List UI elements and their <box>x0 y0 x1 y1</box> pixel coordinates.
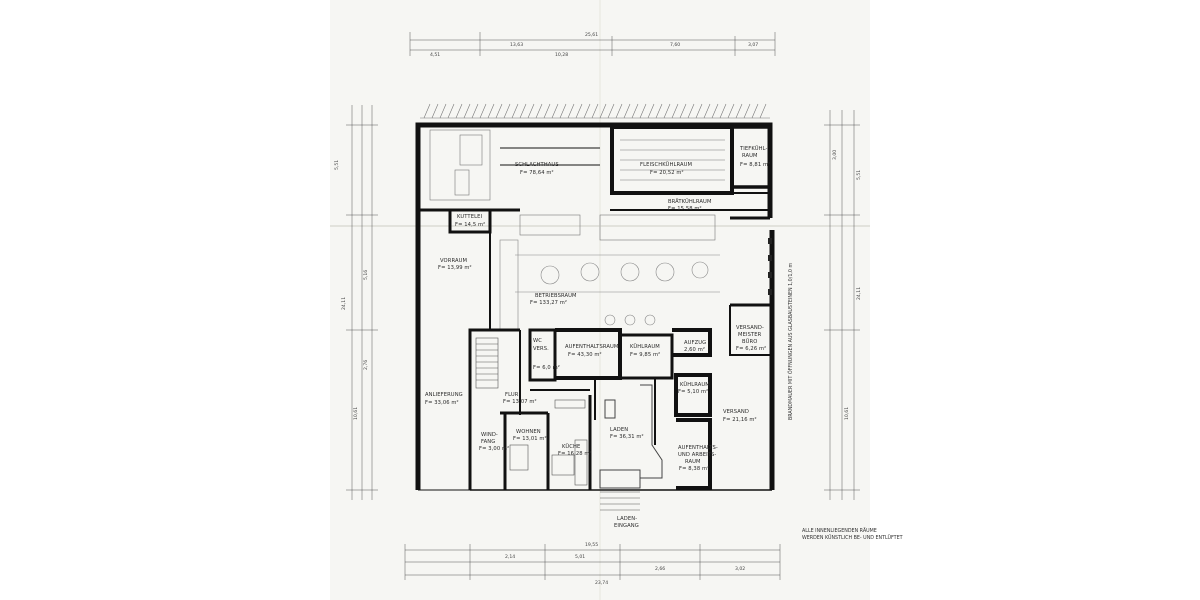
label-kuehlraum-right: KÜHLRAUM <box>680 381 710 388</box>
area-kuehlraum-mid: F= 9,85 m² <box>630 352 660 358</box>
area-aufenthalt: F= 8,38 m² <box>679 466 709 472</box>
label-kuttelei: KUTTELEI <box>457 214 482 220</box>
dim-left-c: 5,16 <box>363 270 369 280</box>
label-kueche: KÜCHE <box>562 443 580 450</box>
dim-top-b: 7,60 <box>670 42 680 48</box>
shop-counter <box>599 384 663 489</box>
label-flur: FLUR <box>505 392 519 398</box>
label-windfang-b: FANG <box>481 439 495 445</box>
label-fleischkuehlraum: FLEISCHKÜHLRAUM <box>640 161 692 168</box>
label-aufenthalt-a: AUFENTHALTS- <box>678 445 718 451</box>
label-laden-eingang-a: LADEN- <box>617 516 637 522</box>
label-aufenthalt-c: RAUM <box>685 459 701 465</box>
dim-left-a: 5,51 <box>334 160 340 170</box>
label-aufenthalt-b: UND ARBEITS- <box>678 452 716 458</box>
work-area-machinery <box>499 239 720 331</box>
area-tiefkuehl: F= 8,81 m² <box>740 162 770 168</box>
area-bratkuehlraum: F= 15,58 m² <box>668 206 702 212</box>
dim-bottom-c: 2,66 <box>655 566 665 572</box>
label-versandmeister-b: MEISTER <box>738 332 762 338</box>
interior-walls <box>418 232 772 491</box>
staircase <box>475 337 499 389</box>
neighbor-hatching <box>420 103 770 119</box>
dim-right-c: 5,51 <box>856 170 862 180</box>
label-betriebsraum: BETRIEBSRAUM <box>535 293 577 299</box>
label-wc: WC <box>533 338 542 344</box>
dim-bottom-d: 3,02 <box>735 566 745 572</box>
label-aufenthaltsraum: AUFENTHALTSRAUM <box>565 344 618 350</box>
dim-top-d: 4,51 <box>430 52 440 58</box>
area-vorraum: F= 13,99 m² <box>438 265 472 271</box>
dim-top-e: 10,28 <box>555 52 568 58</box>
area-betriebsraum: F= 133,27 m² <box>530 300 567 306</box>
area-windfang: F= 3,00 m² <box>479 446 509 452</box>
area-laden: F= 36,31 m² <box>610 434 644 440</box>
entrance-steps <box>600 491 640 511</box>
label-windfang-a: WIND- <box>481 432 498 438</box>
dim-top-a: 13,63 <box>510 42 523 48</box>
label-laden: LADEN <box>610 427 628 433</box>
firewall-note: BRANDMAUER MIT ÖFFNUNGEN AUS GLASBAUSTEI… <box>787 263 794 420</box>
glass-block-openings <box>768 238 772 295</box>
dim-bottom-total: 19,55 <box>585 542 598 548</box>
label-laden-eingang-b: EINGANG <box>614 523 639 529</box>
area-versand: F= 21,16 m² <box>723 417 757 423</box>
cold-room-walls <box>448 125 772 234</box>
dim-right-b: 10,61 <box>844 407 850 420</box>
footer-note-line1: ALLE INNENLIEGENDEN RÄUME <box>802 527 877 534</box>
label-anlieferung: ANLIEFERUNG <box>425 392 463 398</box>
right-dimension-lines <box>824 110 860 500</box>
label-aufzug: AUFZUG <box>684 340 706 346</box>
area-anlieferung: F= 33,06 m² <box>425 400 459 406</box>
kitchen-fixtures <box>509 399 588 486</box>
dim-left-b: 10,61 <box>353 407 359 420</box>
label-schlachthaus: SCHLACHTHAUS <box>515 162 559 168</box>
area-kuttelei: F= 14,5 m² <box>455 222 485 228</box>
label-versandmeister-c: BÜRO <box>742 338 757 345</box>
dim-bottom-b: 5,01 <box>575 554 585 560</box>
label-versand: VERSAND <box>723 409 749 415</box>
label-versandmeister-a: VERSAND- <box>736 325 764 331</box>
slaughterhouse-fixtures <box>429 129 725 241</box>
footer-note-line2: WERDEN KÜNSTLICH BE- UND ENTLÜFTET <box>802 534 903 541</box>
label-tiefkuehl-a: TIEFKÜHL- <box>739 145 768 152</box>
area-schlachthaus: F= 78,64 m² <box>520 170 554 176</box>
dim-right-d: 24,11 <box>856 287 862 300</box>
area-flur: F= 13,07 m² <box>503 399 537 405</box>
left-dimension-lines <box>346 105 378 500</box>
dim-top-c: 3,07 <box>748 42 758 48</box>
label-tiefkuehl-b: RAUM <box>742 153 758 159</box>
dim-top-total: 25,61 <box>585 32 598 38</box>
bottom-dimension-lines <box>404 544 781 580</box>
area-kuehlraum-right: F= 5,10 m² <box>678 389 708 395</box>
dim-left-e: 2,76 <box>363 360 369 370</box>
dim-bottom-e: 23,74 <box>595 580 608 586</box>
area-kueche: F= 16,28 m² <box>558 451 592 457</box>
area-aufenthaltsraum: F= 43,30 m² <box>568 352 602 358</box>
area-versandmeister: F= 6,26 m² <box>736 346 766 352</box>
label-kuehlraum-mid: KÜHLRAUM <box>630 343 660 350</box>
dim-bottom-a: 2,14 <box>505 554 515 560</box>
label-vorraum: VORRAUM <box>440 258 467 264</box>
dim-right-a: 3,00 <box>832 150 838 160</box>
label-bratkuehlraum: BRÄTKÜHLRAUM <box>668 198 712 205</box>
label-wc-sub: VERS. <box>533 346 549 352</box>
dim-left-d: 24,11 <box>341 297 347 310</box>
area-wc: F= 6,0 m² <box>533 365 560 371</box>
area-aufzug: 2,60 m² <box>684 347 705 353</box>
area-wohnen: F= 13,01 m² <box>513 436 547 442</box>
top-dimension-lines <box>409 32 776 56</box>
label-wohnen: WOHNEN <box>516 429 541 435</box>
room-labels: SCHLACHTHAUS F= 78,64 m² FLEISCHKÜHLRAUM… <box>425 145 770 529</box>
area-fleischkuehlraum: F= 20,52 m² <box>650 170 684 176</box>
